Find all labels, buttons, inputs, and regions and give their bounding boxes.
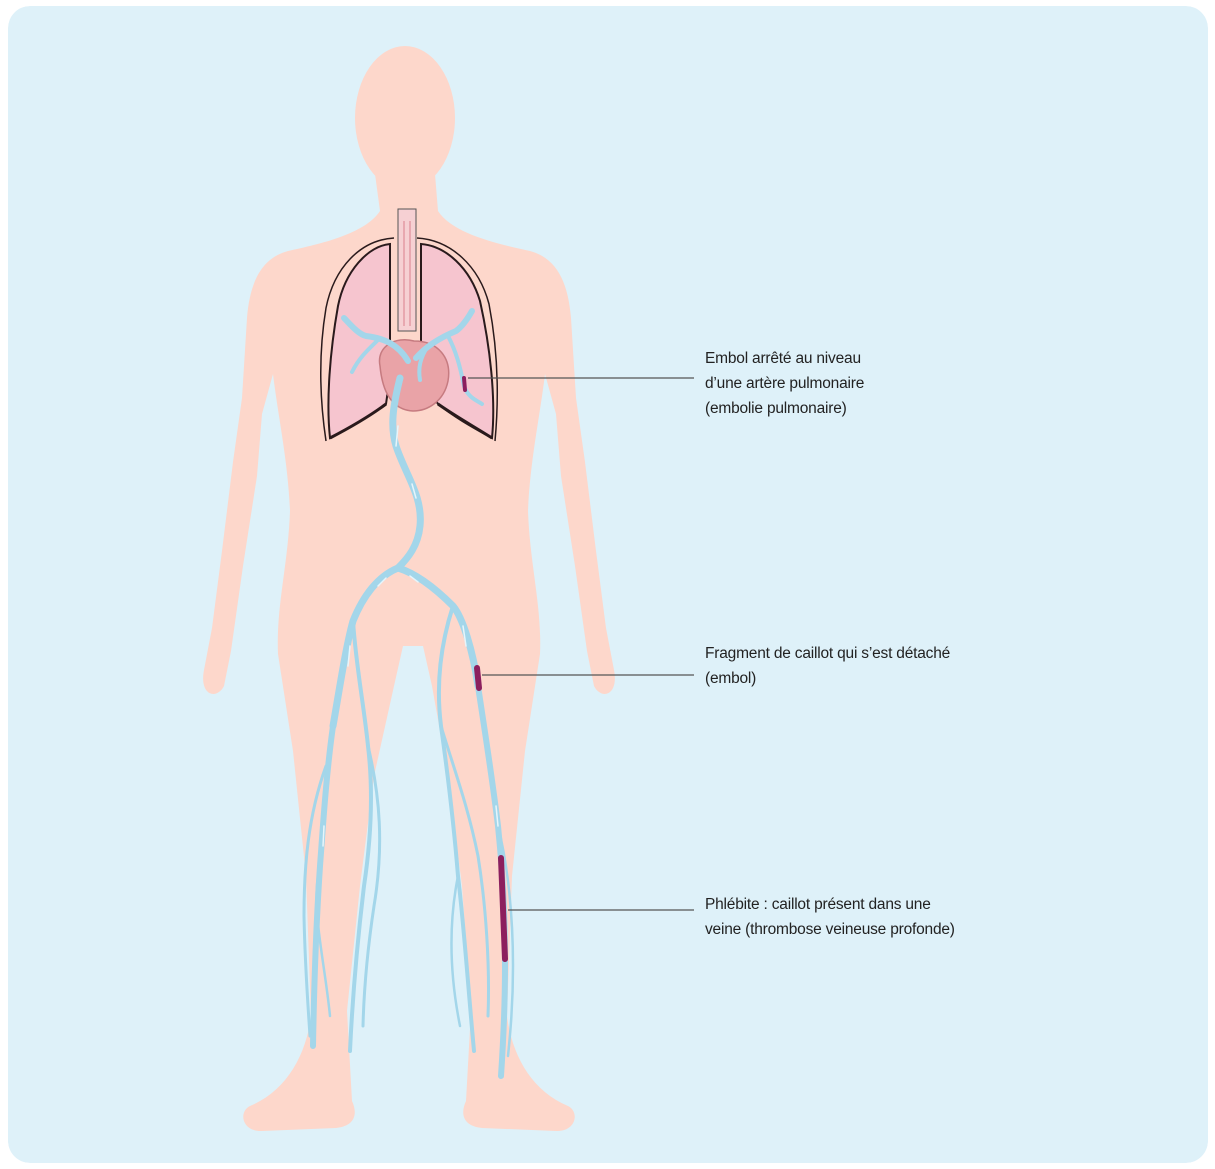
trachea — [398, 209, 416, 331]
annotation-pulmonary-embolism: Embol arrêté au niveau d’une artère pulm… — [705, 346, 864, 421]
annotation-line: (embolie pulmonaire) — [705, 396, 864, 421]
background — [8, 6, 1208, 1163]
head — [355, 46, 455, 190]
clot-embolus — [477, 668, 479, 688]
clot-phlebitis — [501, 858, 505, 959]
annotation-line: (embol) — [705, 666, 950, 691]
clot-pulmonary — [464, 378, 465, 390]
annotation-line: Phlébite : caillot présent dans une — [705, 892, 955, 917]
trachea-tube — [398, 209, 416, 331]
annotation-line: d’une artère pulmonaire — [705, 371, 864, 396]
illustration-panel: Embol arrêté au niveau d’une artère pulm… — [8, 6, 1208, 1163]
annotation-embolus: Fragment de caillot qui s’est détaché (e… — [705, 641, 950, 691]
annotation-phlebitis: Phlébite : caillot présent dans une vein… — [705, 892, 955, 942]
anatomy-figure — [8, 6, 1208, 1163]
annotation-line: Fragment de caillot qui s’est détaché — [705, 641, 950, 666]
annotation-line: Embol arrêté au niveau — [705, 346, 864, 371]
annotation-line: veine (thrombose veineuse profonde) — [705, 917, 955, 942]
